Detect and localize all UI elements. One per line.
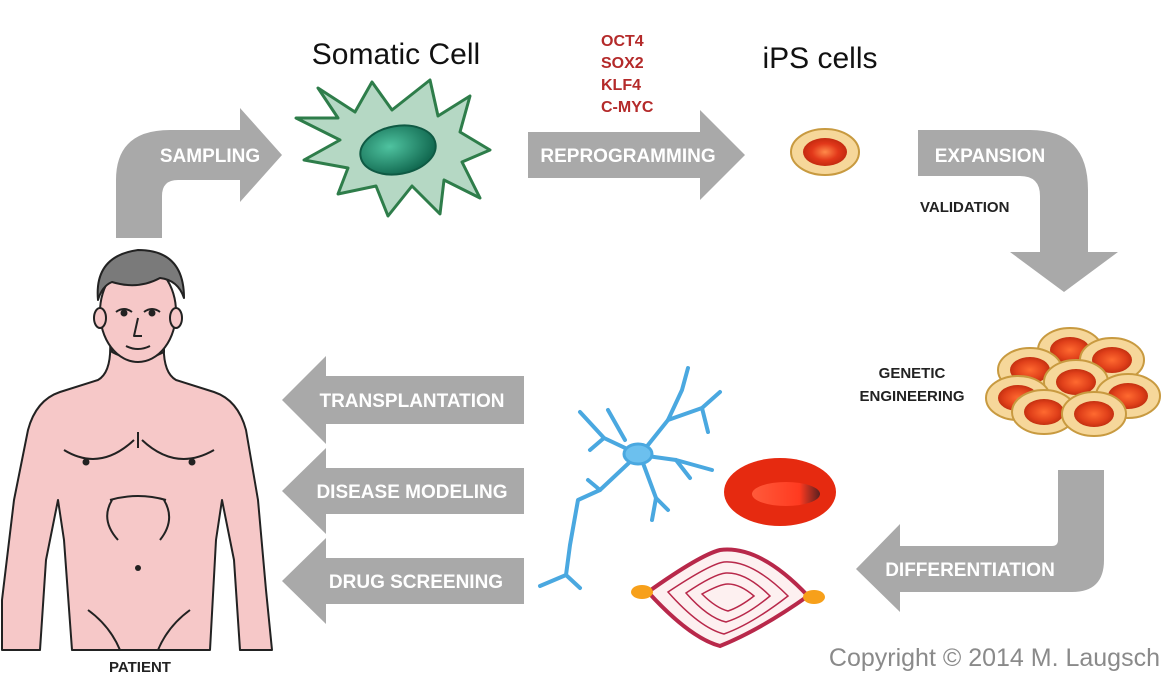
drug-screening-arrow: DRUG SCREENING	[282, 538, 524, 624]
engineering-label: ENGINEERING	[859, 388, 964, 405]
sampling-label: SAMPLING	[160, 146, 260, 167]
expansion-label: EXPANSION	[935, 146, 1046, 167]
factor-sox2: SOX2	[601, 55, 644, 72]
neuron-icon	[538, 366, 722, 590]
patient-figure	[1, 249, 273, 651]
genetic-label: GENETIC	[879, 365, 946, 382]
red-blood-cell-icon	[724, 458, 836, 526]
ips-cell-icon	[790, 128, 860, 176]
reprogramming-arrow: REPROGRAMMING	[528, 110, 745, 200]
somatic-cell-icon	[294, 78, 492, 218]
factor-c-myc: C-MYC	[601, 99, 654, 116]
factor-klf4: KLF4	[601, 77, 641, 94]
reprogramming-factors: OCT4 SOX2 KLF4 C-MYC	[601, 33, 654, 116]
somatic-nucleus	[359, 124, 437, 176]
somatic-cell-title: Somatic Cell	[312, 38, 480, 71]
differentiation-label: DIFFERENTIATION	[885, 560, 1055, 581]
copyright-text: Copyright © 2014 M. Laugsch	[829, 644, 1160, 672]
validation-label: VALIDATION	[920, 199, 1009, 216]
sampling-arrow: SAMPLING	[116, 108, 282, 238]
disease-modeling-label: DISEASE MODELING	[316, 482, 507, 503]
transplantation-arrow: TRANSPLANTATION	[282, 356, 524, 444]
ips-colony-icon	[985, 327, 1161, 437]
expansion-arrow: EXPANSION	[918, 130, 1118, 292]
disease-modeling-arrow: DISEASE MODELING	[282, 448, 524, 534]
differentiation-arrow: DIFFERENTIATION	[856, 470, 1104, 612]
muscle-cell-icon	[631, 547, 825, 649]
reprogramming-label: REPROGRAMMING	[540, 146, 715, 167]
factor-oct4: OCT4	[601, 33, 644, 50]
transplantation-label: TRANSPLANTATION	[319, 391, 504, 412]
drug-screening-label: DRUG SCREENING	[329, 572, 503, 593]
patient-label: PATIENT	[109, 659, 171, 676]
ips-cells-title: iPS cells	[762, 42, 877, 75]
